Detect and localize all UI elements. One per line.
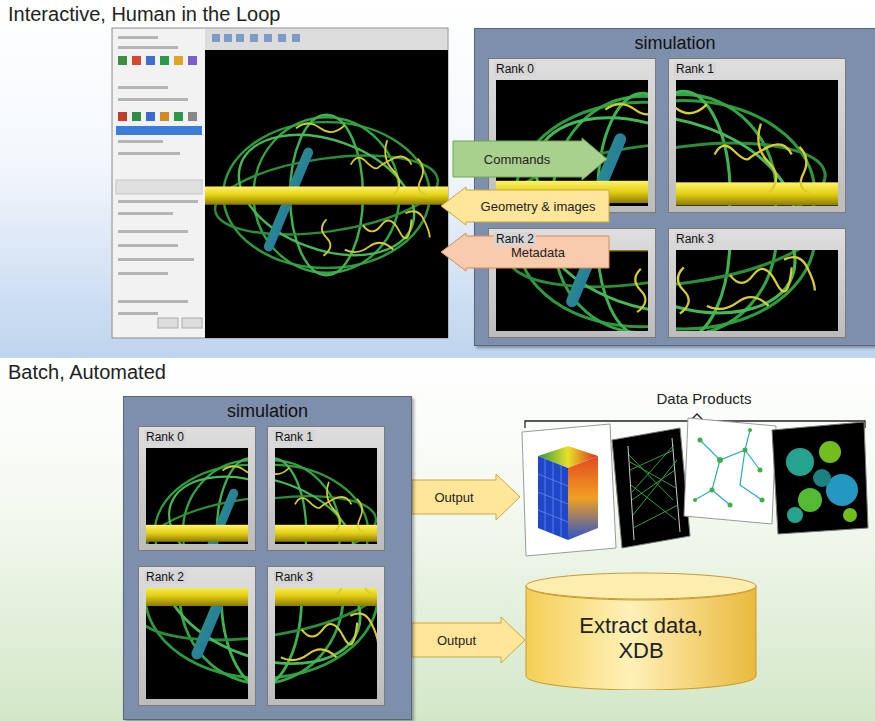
cylinder-body bbox=[526, 586, 756, 690]
scene-ref bbox=[146, 448, 248, 544]
rank-panel: Rank 3 bbox=[267, 566, 385, 706]
section-band: Interactive, Human in the LoopCommandsGe… bbox=[0, 0, 875, 358]
box-title: simulation bbox=[124, 401, 411, 422]
rank-label: Rank 1 bbox=[674, 62, 716, 76]
scene-ref bbox=[275, 448, 377, 544]
arrow-body bbox=[441, 187, 609, 225]
rank-render-image bbox=[146, 588, 248, 699]
rank-label: Rank 1 bbox=[273, 430, 315, 444]
data-product-images bbox=[522, 414, 868, 556]
rank-label: Rank 3 bbox=[273, 570, 315, 584]
simulation-box: simulationRank 0 Rank 1 Rank 2 Rank 3 bbox=[474, 28, 875, 346]
rank-render-image bbox=[146, 448, 248, 544]
rank-label: Rank 0 bbox=[494, 62, 536, 76]
rank-render-image bbox=[676, 250, 838, 331]
output-arrow bbox=[412, 474, 520, 520]
section-title: Interactive, Human in the Loop bbox=[8, 3, 280, 26]
node-label: Commands bbox=[484, 152, 550, 167]
flow-arrow: Geometry & images bbox=[440, 186, 610, 226]
scene-ref bbox=[676, 80, 838, 206]
rank-panel: Rank 1 bbox=[267, 426, 385, 551]
rank-label: Rank 0 bbox=[144, 430, 186, 444]
node-label: Metadata bbox=[511, 245, 565, 260]
rank-render-image bbox=[275, 448, 377, 544]
arrow-body bbox=[453, 138, 607, 180]
arrow-body bbox=[441, 233, 609, 271]
box-title: simulation bbox=[475, 33, 875, 54]
output-arrow bbox=[412, 617, 525, 663]
edge-label-holder: Output bbox=[412, 623, 501, 657]
rank-label: Rank 3 bbox=[674, 232, 716, 246]
scene-ref bbox=[676, 250, 838, 331]
scene-ref bbox=[496, 250, 648, 331]
rank-label: Rank 2 bbox=[144, 570, 186, 584]
rank-render-image bbox=[275, 588, 377, 699]
rank-label: Rank 2 bbox=[494, 232, 536, 246]
rank-panel: Rank 2 bbox=[138, 566, 256, 706]
rank-panel: Rank 1 bbox=[668, 58, 846, 213]
node-label: Extract data, XDB bbox=[566, 613, 716, 664]
scene-ref bbox=[275, 588, 377, 699]
data-products-group: Data Products bbox=[520, 390, 875, 555]
rank-render-image bbox=[676, 80, 838, 206]
section-title: Batch, Automated bbox=[8, 361, 166, 384]
section-band: Batch, Automated simulationRank 0 Rank 1 Ra… bbox=[0, 358, 875, 721]
edge-label-holder: Output bbox=[412, 480, 496, 514]
edge-label: Output bbox=[434, 490, 473, 505]
simulation-box: simulationRank 0 Rank 1 Rank 2 Rank 3 bbox=[123, 396, 412, 720]
rank-panel: Rank 0 bbox=[138, 426, 256, 551]
gui-screenshot bbox=[112, 28, 448, 338]
rank-panel: Rank 3 bbox=[668, 228, 846, 338]
scene-ref bbox=[496, 80, 648, 206]
node-label: Geometry & images bbox=[481, 199, 596, 214]
scene-ref bbox=[146, 588, 248, 699]
flow-arrow: Commands bbox=[452, 137, 608, 181]
database-cylinder: Extract data, XDB bbox=[525, 572, 757, 690]
node-label: Data Products bbox=[520, 390, 875, 407]
cylinder-top bbox=[526, 573, 756, 599]
edge-label: Output bbox=[437, 633, 476, 648]
